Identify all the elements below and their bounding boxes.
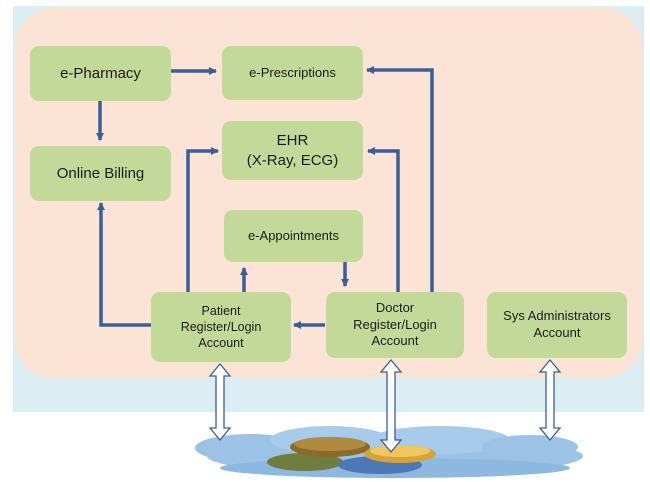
node-e-appointments-label: e-Appointments xyxy=(247,227,340,243)
node-doctor-account: Doctor Register/Login Account xyxy=(326,292,464,358)
link-doctor-cloud xyxy=(379,358,403,454)
node-patient-account-label: Patient Register/Login Account xyxy=(180,303,262,351)
node-sys-admin-account-label: Sys Administrators Account xyxy=(503,308,611,340)
node-doctor-account-label: Doctor Register/Login Account xyxy=(353,299,437,349)
node-e-prescriptions-label: e-Prescriptions xyxy=(249,64,336,80)
database-discs xyxy=(267,437,436,474)
arrow-patient-to-ehr xyxy=(186,147,219,292)
inner-system-panel xyxy=(15,8,642,378)
node-online-billing-label: Online Billing xyxy=(56,164,145,182)
node-ehr: EHR (X-Ray, ECG) xyxy=(222,121,363,180)
link-patient-cloud xyxy=(208,362,232,442)
arrow-doctor-to-prescriptions xyxy=(366,66,434,292)
link-admin-cloud xyxy=(538,358,562,442)
arrow-patient-to-billing xyxy=(97,202,151,327)
node-online-billing: Online Billing xyxy=(30,146,171,201)
node-e-appointments: e-Appointments xyxy=(224,210,363,262)
node-ehr-label: EHR (X-Ray, ECG) xyxy=(246,132,339,169)
node-patient-account: Patient Register/Login Account xyxy=(151,292,291,362)
arrow-doctor-to-ehr xyxy=(367,147,400,292)
node-sys-admin-account: Sys Administrators Account xyxy=(487,292,627,358)
node-e-pharmacy-label: e-Pharmacy xyxy=(60,64,141,82)
node-e-pharmacy: e-Pharmacy xyxy=(30,46,171,101)
node-e-prescriptions: e-Prescriptions xyxy=(222,46,363,100)
